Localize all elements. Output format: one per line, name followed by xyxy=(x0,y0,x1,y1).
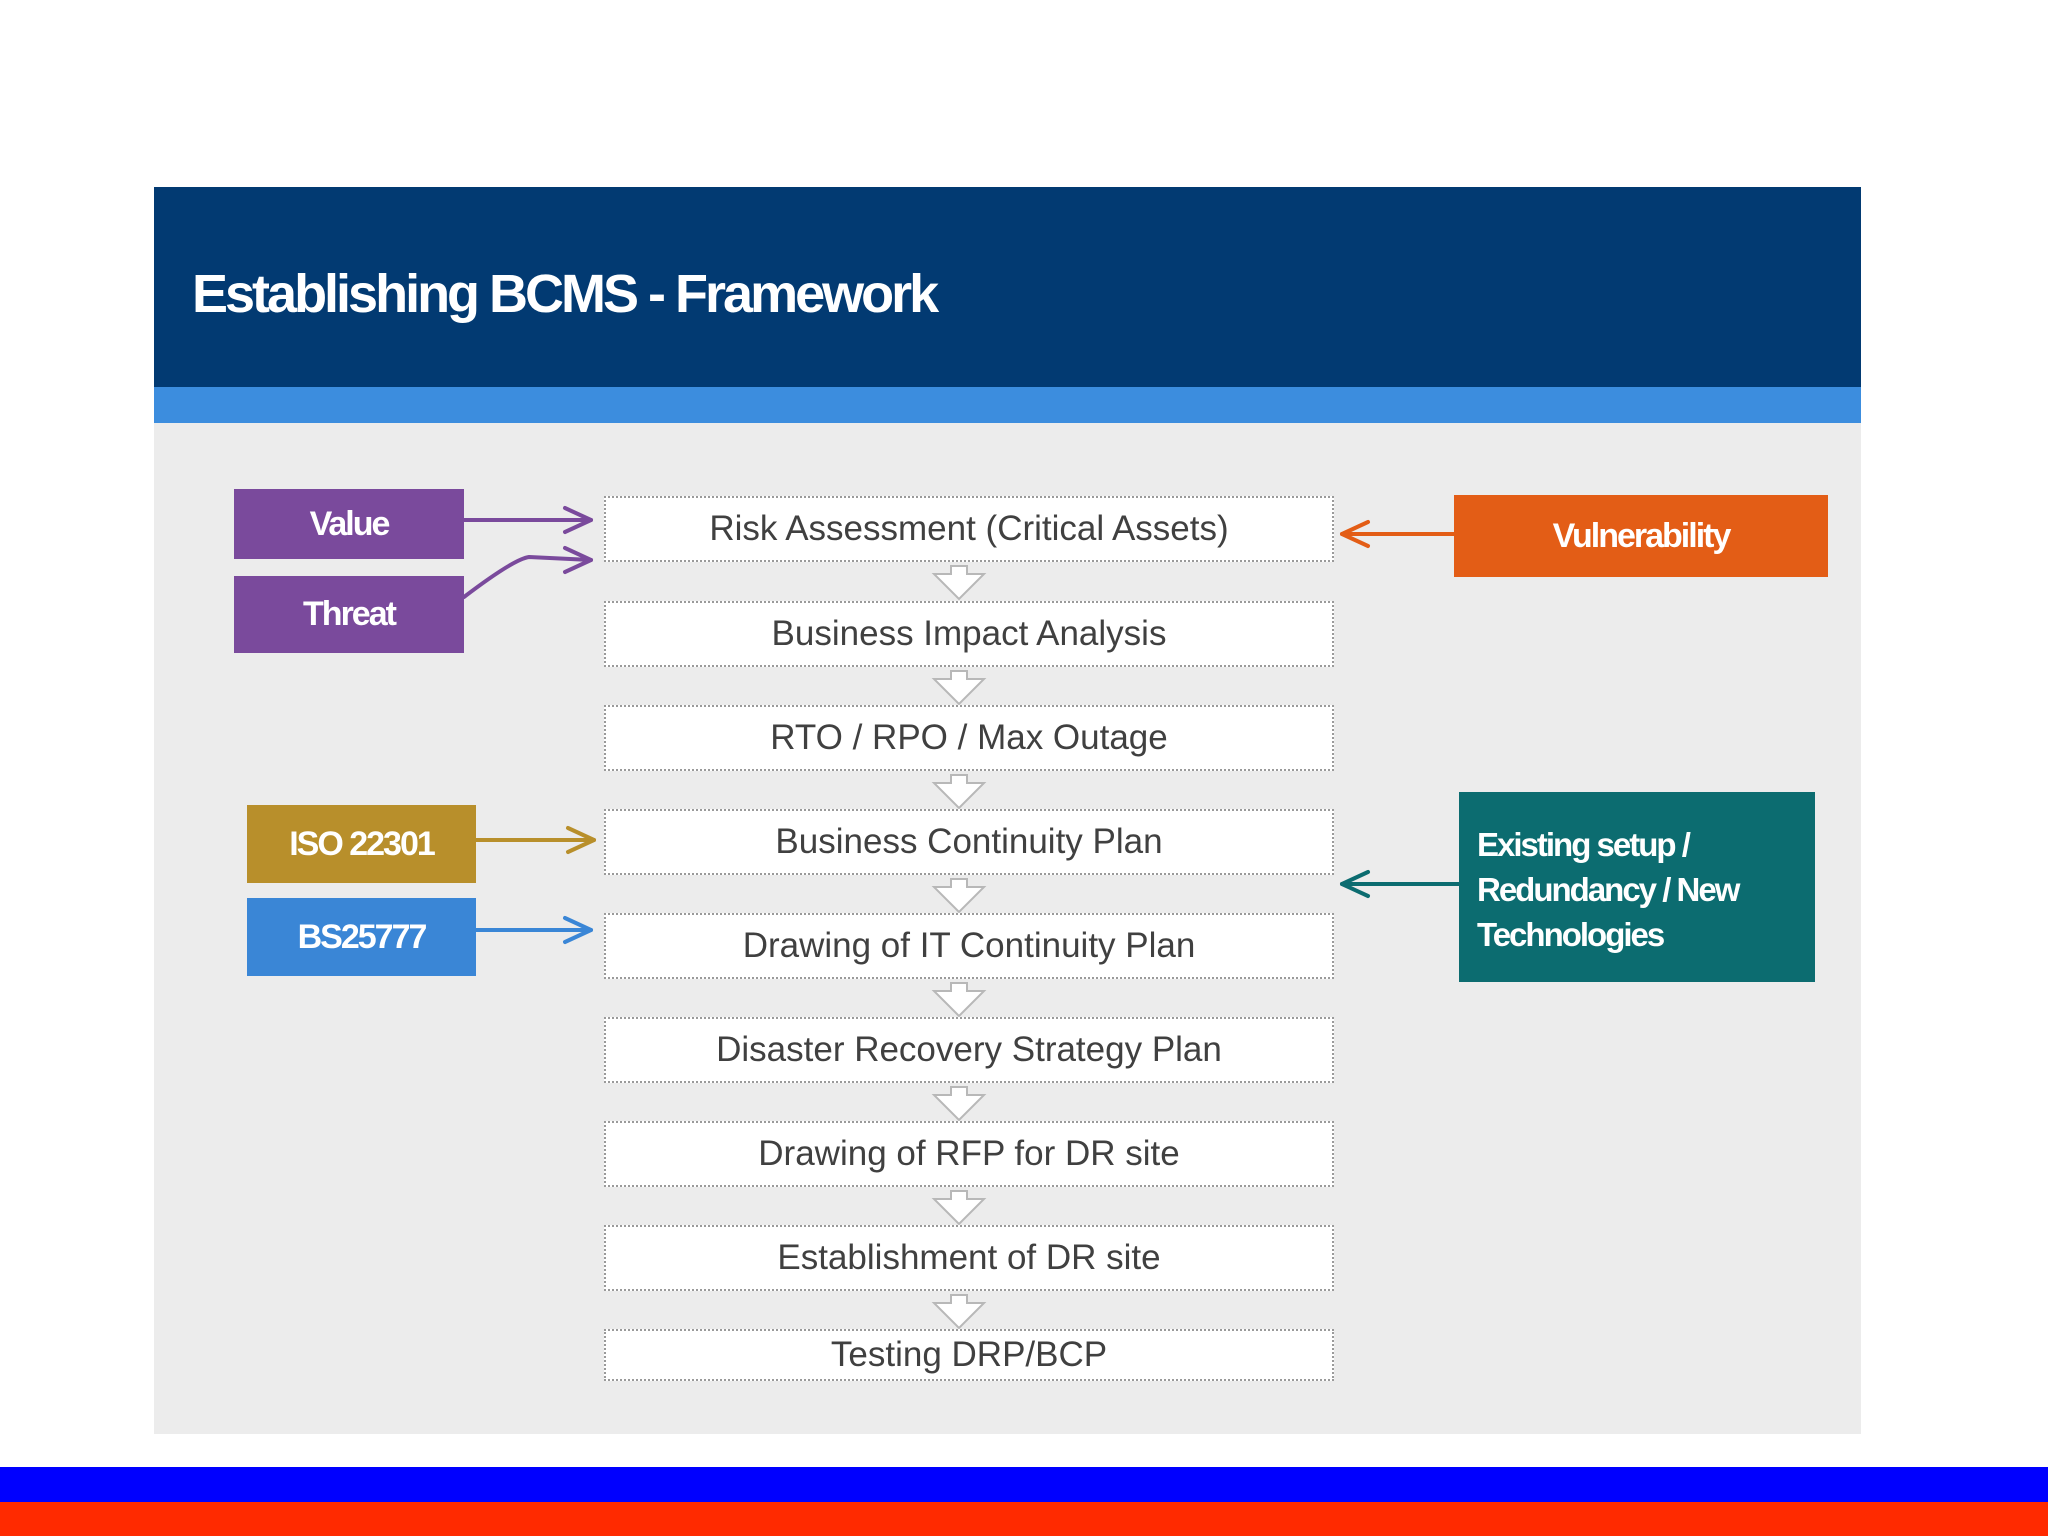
step-business-impact-analysis: Business Impact Analysis xyxy=(604,601,1334,667)
existing-setup-tag: Existing setup / Redundancy / New Techno… xyxy=(1459,792,1815,982)
slide-title: Establishing BCMS - Framework xyxy=(192,264,939,324)
bs25777-tag: BS25777 xyxy=(247,898,476,976)
step-establishment-dr-site: Establishment of DR site xyxy=(604,1225,1334,1291)
step-rfp-dr-site: Drawing of RFP for DR site xyxy=(604,1121,1334,1187)
existing-arrow-icon xyxy=(1340,870,1461,898)
step-chevrons xyxy=(931,565,987,1330)
chevron-down-icon xyxy=(931,1190,987,1226)
vulnerability-tag: Vulnerability xyxy=(1454,495,1828,577)
chevron-down-icon xyxy=(931,1294,987,1330)
connector-arrows xyxy=(462,506,1461,1330)
threat-tag: Threat xyxy=(234,576,464,653)
chevron-down-icon xyxy=(931,670,987,706)
slide-header: Establishing BCMS - Framework xyxy=(154,187,1861,387)
slide: Establishing BCMS - Framework xyxy=(154,187,1861,1434)
iso-22301-tag: ISO 22301 xyxy=(247,805,476,883)
threat-arrow-icon xyxy=(462,546,593,599)
step-risk-assessment: Risk Assessment (Critical Assets) xyxy=(604,496,1334,562)
step-it-continuity-plan: Drawing of IT Continuity Plan xyxy=(604,913,1334,979)
footer-blue-band xyxy=(0,1467,2048,1502)
step-rto-rpo-max-outage: RTO / RPO / Max Outage xyxy=(604,705,1334,771)
bs-arrow-icon xyxy=(474,916,593,944)
chevron-down-icon xyxy=(931,1086,987,1122)
chevron-down-icon xyxy=(931,878,987,914)
chevron-down-icon xyxy=(931,982,987,1018)
value-arrow-icon xyxy=(462,506,593,534)
vulnerability-arrow-icon xyxy=(1340,520,1456,548)
step-business-continuity-plan: Business Continuity Plan xyxy=(604,809,1334,875)
footer-red-band xyxy=(0,1502,2048,1536)
chevron-down-icon xyxy=(931,565,987,601)
header-stripe xyxy=(154,387,1861,423)
iso-arrow-icon xyxy=(474,826,596,854)
value-tag: Value xyxy=(234,489,464,559)
step-testing-drp-bcp: Testing DRP/BCP xyxy=(604,1329,1334,1381)
step-dr-strategy-plan: Disaster Recovery Strategy Plan xyxy=(604,1017,1334,1083)
chevron-down-icon xyxy=(931,774,987,810)
